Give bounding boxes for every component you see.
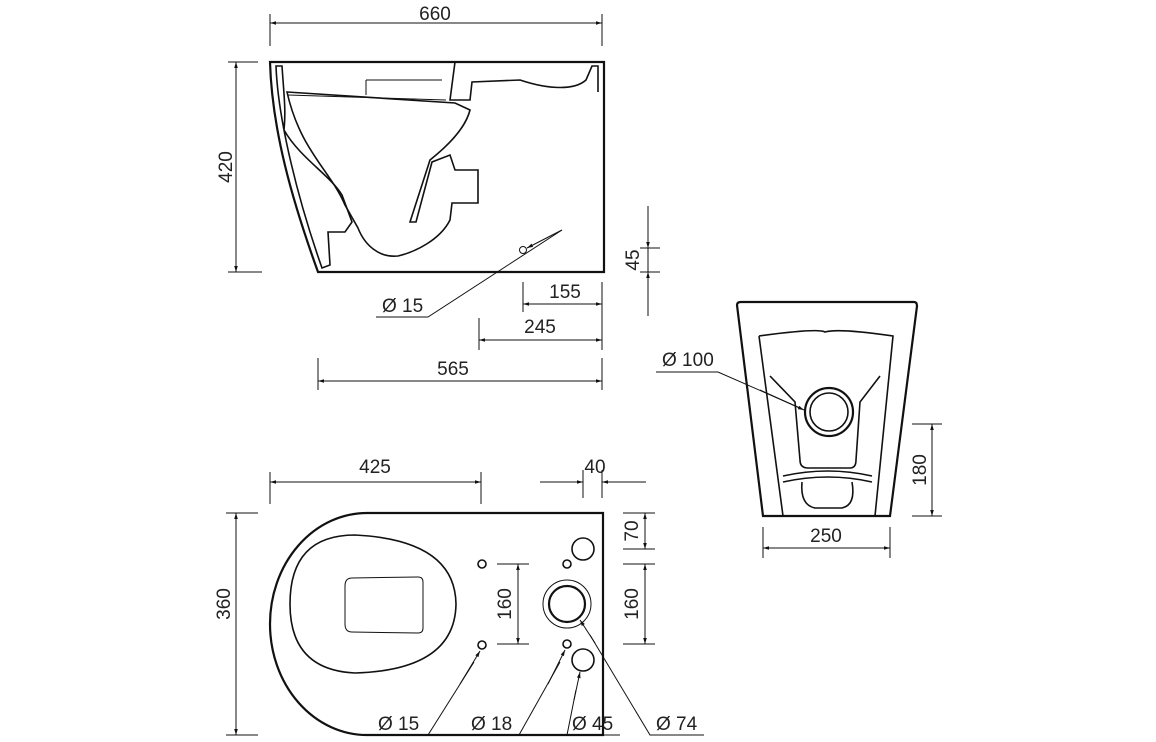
hole-18-bottom xyxy=(562,639,572,649)
side-view-outline xyxy=(268,60,606,274)
leader-45 xyxy=(573,671,581,701)
label-250: 250 xyxy=(810,526,842,547)
label-45: 45 xyxy=(623,249,644,270)
top-view-bowl-opening xyxy=(344,576,424,634)
leader-15 xyxy=(459,650,481,685)
label-565: 565 xyxy=(437,359,469,380)
side-view-flush xyxy=(449,61,599,101)
label-155: 155 xyxy=(549,282,581,303)
side-view-bowl xyxy=(275,65,353,270)
side-view-trap xyxy=(285,91,479,257)
label-420: 420 xyxy=(216,151,237,183)
label-425: 425 xyxy=(359,457,391,478)
label-40: 40 xyxy=(584,457,605,478)
label-160-right: 160 xyxy=(622,588,643,620)
side-view-water-line xyxy=(287,79,447,101)
side-view: 660 420 45 155 245 565 Ø 15 xyxy=(216,4,660,390)
label-hole-18: Ø 18 xyxy=(471,714,512,735)
front-view-outline xyxy=(735,300,919,518)
label-outlet: Ø 100 xyxy=(662,350,714,371)
front-view-throat xyxy=(769,375,881,469)
front-view-rim xyxy=(758,329,894,517)
label-70: 70 xyxy=(622,520,643,541)
top-view-outline xyxy=(268,511,605,737)
leader-18 xyxy=(547,649,566,685)
leader-outlet xyxy=(759,389,805,411)
label-hole-45: Ø 45 xyxy=(572,714,613,735)
front-view: Ø 100 180 250 xyxy=(656,300,942,558)
label-360: 360 xyxy=(214,588,235,620)
label-180: 180 xyxy=(910,454,931,486)
outlet-74 xyxy=(547,584,587,624)
label-660: 660 xyxy=(419,4,451,25)
top-view-seat xyxy=(289,534,457,674)
leader-side-hole xyxy=(526,229,563,249)
side-hole xyxy=(519,246,527,254)
outlet-inner xyxy=(809,392,849,432)
front-view-lip xyxy=(782,470,873,509)
label-160-mid: 160 xyxy=(495,588,516,620)
label-245: 245 xyxy=(524,317,556,338)
hole-18-top xyxy=(562,559,572,569)
hole-45-bottom xyxy=(571,648,595,672)
leader-74 xyxy=(579,619,596,644)
label-hole-74: Ø 74 xyxy=(656,714,698,735)
hole-15-top xyxy=(477,559,487,569)
hole-15-bottom xyxy=(477,640,487,650)
outlet-outer xyxy=(803,386,855,438)
top-view: 425 40 360 70 160 160 Ø 15 Ø 18 Ø 45 Ø 7… xyxy=(214,457,704,737)
label-hole-15: Ø 15 xyxy=(378,714,419,735)
label-side-hole: Ø 15 xyxy=(382,296,423,317)
outlet-74-ring xyxy=(542,579,592,629)
hole-45-top xyxy=(571,537,595,561)
